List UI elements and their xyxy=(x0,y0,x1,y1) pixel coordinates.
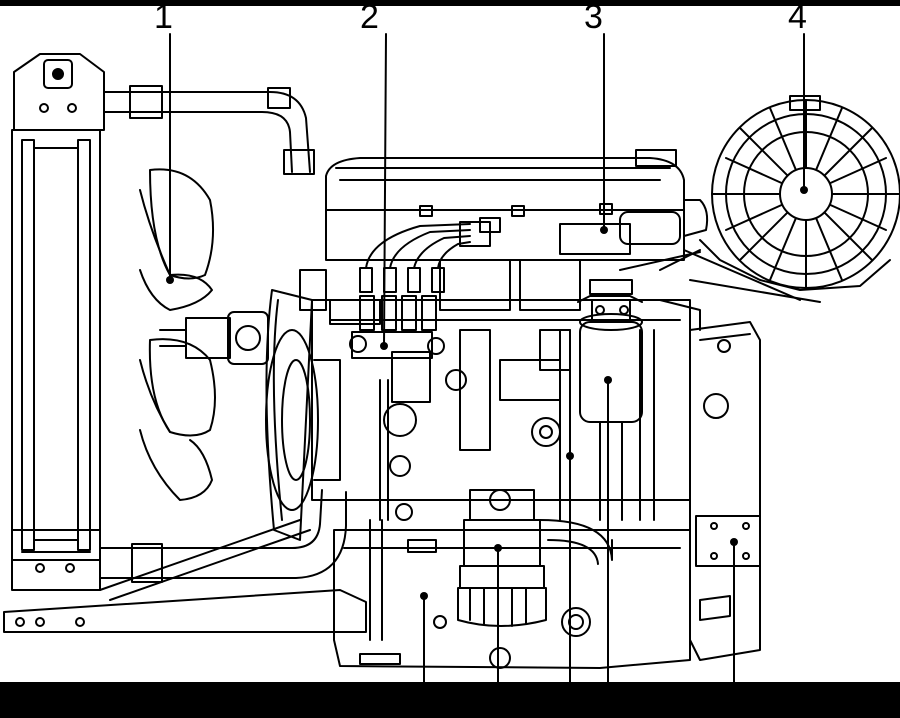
valve-cover xyxy=(325,149,709,261)
upper-hose xyxy=(103,85,315,175)
belt-and-pulley xyxy=(265,269,327,541)
callout-leaders xyxy=(169,33,805,683)
oil-filter xyxy=(457,489,547,669)
callout-2-label: 2 xyxy=(360,0,379,36)
callout-1-label: 1 xyxy=(154,0,173,36)
radiator xyxy=(3,53,367,633)
top-border-band xyxy=(0,0,900,6)
callout-dots xyxy=(166,186,808,600)
fuel-filter xyxy=(577,279,643,521)
lower-hose xyxy=(99,489,347,583)
bottom-border-band xyxy=(0,682,900,718)
air-cleaner xyxy=(659,95,900,303)
cooling-fan xyxy=(139,168,269,501)
oil-pan xyxy=(333,519,691,669)
injection-pump xyxy=(349,221,581,359)
callout-3-label: 3 xyxy=(584,0,603,36)
callout-4-label: 4 xyxy=(788,0,807,36)
flywheel-housing xyxy=(619,251,761,661)
